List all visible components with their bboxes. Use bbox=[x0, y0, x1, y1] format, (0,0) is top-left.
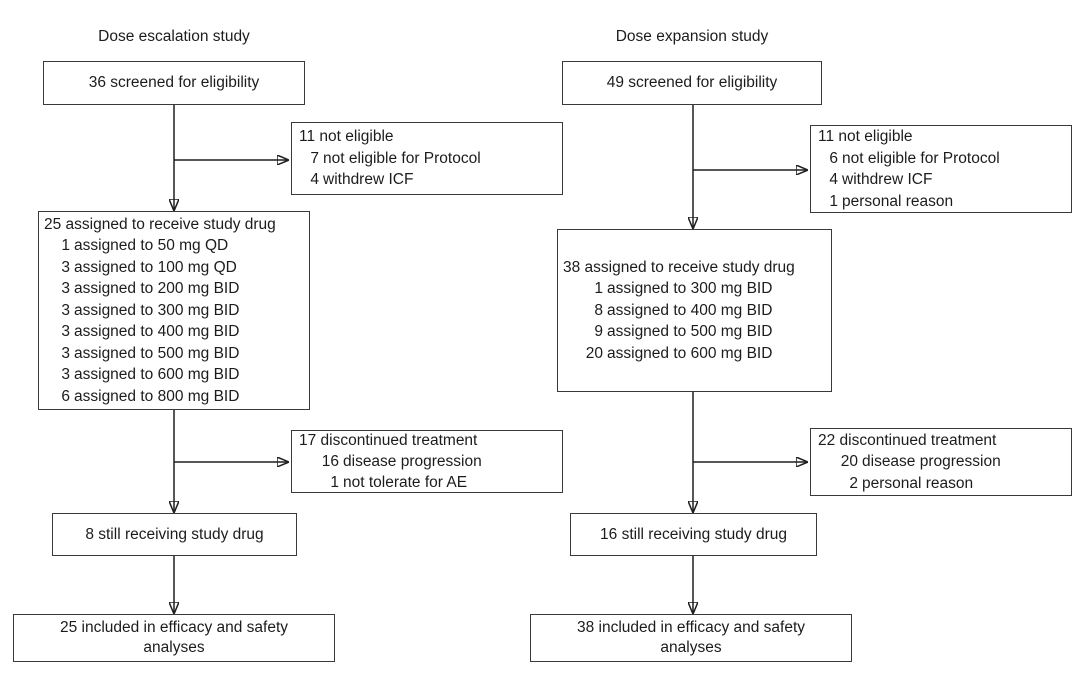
assigned-main: 38 assigned to receive study drug bbox=[563, 258, 795, 276]
expansion-not-eligible-box: 11 not eligible 6 not eligible for Proto… bbox=[810, 125, 1072, 213]
escalation-not-eligible-box: 11 not eligible 7 not eligible for Proto… bbox=[291, 122, 563, 195]
escalation-still-receiving-box: 8 still receiving study drug bbox=[52, 513, 297, 556]
expansion-assigned-box: 38 assigned to receive study drug 1 assi… bbox=[557, 229, 832, 392]
breakdown-count: 3 bbox=[61, 258, 70, 276]
breakdown-item: 1 assigned to 50 mg QD bbox=[39, 235, 309, 257]
expansion-still-receiving-box: 16 still receiving study drug bbox=[570, 513, 817, 556]
expansion-title: Dose expansion study bbox=[615, 28, 769, 45]
breakdown-count: 1 bbox=[330, 474, 339, 491]
analyses-text: 38 included in efficacy and safety analy… bbox=[576, 619, 806, 656]
breakdown-label: assigned to 600 mg BID bbox=[74, 366, 240, 384]
breakdown-label: assigned to 800 mg BID bbox=[74, 387, 240, 405]
breakdown-count: 16 bbox=[321, 453, 339, 470]
breakdown-item: 4 withdrew ICF bbox=[292, 169, 562, 191]
breakdown-item: 4 withdrew ICF bbox=[811, 169, 1071, 191]
breakdown-item: 3 assigned to 500 mg BID bbox=[39, 343, 309, 365]
breakdown-count: 3 bbox=[61, 366, 70, 384]
breakdown-item: 7 not eligible for Protocol bbox=[292, 148, 562, 170]
breakdown-label: personal reason bbox=[842, 192, 954, 210]
expansion-screened-text: 49 screened for eligibility bbox=[606, 74, 778, 91]
breakdown-label: assigned to 600 mg BID bbox=[607, 344, 773, 362]
discontinued-main: 17 discontinued treatment bbox=[299, 432, 478, 449]
breakdown-item: 1 not tolerate for AE bbox=[292, 472, 562, 493]
breakdown-item: 3 assigned to 400 mg BID bbox=[39, 321, 309, 343]
escalation-screened-text: 36 screened for eligibility bbox=[88, 74, 260, 91]
breakdown-item: 6 not eligible for Protocol bbox=[811, 148, 1071, 170]
breakdown-item: 3 assigned to 100 mg QD bbox=[39, 257, 309, 279]
escalation-title: Dose escalation study bbox=[98, 28, 250, 45]
still-receiving-text: 8 still receiving study drug bbox=[85, 525, 264, 543]
escalation-screened-box: 36 screened for eligibility bbox=[43, 61, 305, 105]
breakdown-count: 6 bbox=[61, 387, 70, 405]
breakdown-item: 3 assigned to 300 mg BID bbox=[39, 300, 309, 322]
breakdown-count: 4 bbox=[829, 171, 838, 188]
expansion-analyses-box: 38 included in efficacy and safety analy… bbox=[530, 614, 852, 662]
breakdown-item: 3 assigned to 200 mg BID bbox=[39, 278, 309, 300]
breakdown-count: 7 bbox=[310, 149, 319, 167]
breakdown-count: 1 bbox=[594, 280, 603, 298]
breakdown-count: 3 bbox=[61, 344, 70, 362]
breakdown-label: assigned to 400 mg BID bbox=[74, 323, 240, 341]
breakdown-label: withdrew ICF bbox=[842, 171, 933, 188]
breakdown-label: not eligible for Protocol bbox=[323, 149, 481, 167]
escalation-discontinued-box: 17 discontinued treatment 16 disease pro… bbox=[291, 430, 563, 493]
breakdown-label: assigned to 300 mg BID bbox=[607, 280, 773, 298]
breakdown-item: 6 assigned to 800 mg BID bbox=[39, 386, 309, 408]
breakdown-item: 3 assigned to 600 mg BID bbox=[39, 364, 309, 386]
breakdown-count: 20 bbox=[585, 344, 603, 362]
not-eligible-main: 11 not eligible bbox=[299, 128, 394, 146]
expansion-discontinued-box: 22 discontinued treatment 20 disease pro… bbox=[810, 428, 1072, 496]
breakdown-count: 1 bbox=[61, 237, 70, 255]
breakdown-label: assigned to 500 mg BID bbox=[74, 344, 240, 362]
breakdown-label: assigned to 500 mg BID bbox=[607, 323, 773, 341]
breakdown-count: 8 bbox=[594, 301, 603, 319]
not-eligible-main: 11 not eligible bbox=[818, 128, 913, 145]
breakdown-item: 20 assigned to 600 mg BID bbox=[558, 343, 831, 365]
analyses-text: 25 included in efficacy and safety analy… bbox=[59, 619, 289, 656]
breakdown-label: not eligible for Protocol bbox=[842, 149, 1000, 167]
breakdown-count: 9 bbox=[594, 323, 603, 341]
breakdown-count: 3 bbox=[61, 323, 70, 341]
breakdown-label: assigned to 100 mg QD bbox=[74, 258, 237, 276]
breakdown-count: 20 bbox=[840, 453, 858, 471]
breakdown-label: withdrew ICF bbox=[323, 171, 414, 189]
breakdown-label: assigned to 200 mg BID bbox=[74, 280, 240, 298]
breakdown-item: 1 assigned to 300 mg BID bbox=[558, 278, 831, 300]
expansion-screened-box: 49 screened for eligibility bbox=[562, 61, 822, 105]
still-receiving-text: 16 still receiving study drug bbox=[600, 525, 787, 543]
breakdown-count: 3 bbox=[61, 301, 70, 319]
breakdown-label: assigned to 400 mg BID bbox=[607, 301, 773, 319]
breakdown-label: disease progression bbox=[343, 453, 482, 470]
breakdown-label: personal reason bbox=[862, 474, 974, 492]
breakdown-item: 8 assigned to 400 mg BID bbox=[558, 300, 831, 322]
breakdown-label: assigned to 50 mg QD bbox=[74, 237, 229, 255]
breakdown-item: 2 personal reason bbox=[811, 473, 1071, 495]
escalation-analyses-box: 25 included in efficacy and safety analy… bbox=[13, 614, 335, 662]
breakdown-label: not tolerate for AE bbox=[343, 474, 468, 491]
escalation-assigned-box: 25 assigned to receive study drug 1 assi… bbox=[38, 211, 310, 410]
assigned-main: 25 assigned to receive study drug bbox=[44, 215, 276, 233]
breakdown-label: disease progression bbox=[862, 453, 1001, 471]
breakdown-label: assigned to 300 mg BID bbox=[74, 301, 240, 319]
breakdown-item: 1 personal reason bbox=[811, 191, 1071, 213]
discontinued-main: 22 discontinued treatment bbox=[818, 431, 997, 449]
breakdown-item: 9 assigned to 500 mg BID bbox=[558, 321, 831, 343]
breakdown-item: 16 disease progression bbox=[292, 451, 562, 472]
breakdown-count: 3 bbox=[61, 280, 70, 298]
breakdown-count: 6 bbox=[829, 149, 838, 167]
breakdown-count: 2 bbox=[849, 474, 858, 492]
breakdown-count: 1 bbox=[829, 192, 838, 210]
breakdown-item: 20 disease progression bbox=[811, 451, 1071, 473]
breakdown-count: 4 bbox=[310, 171, 319, 189]
